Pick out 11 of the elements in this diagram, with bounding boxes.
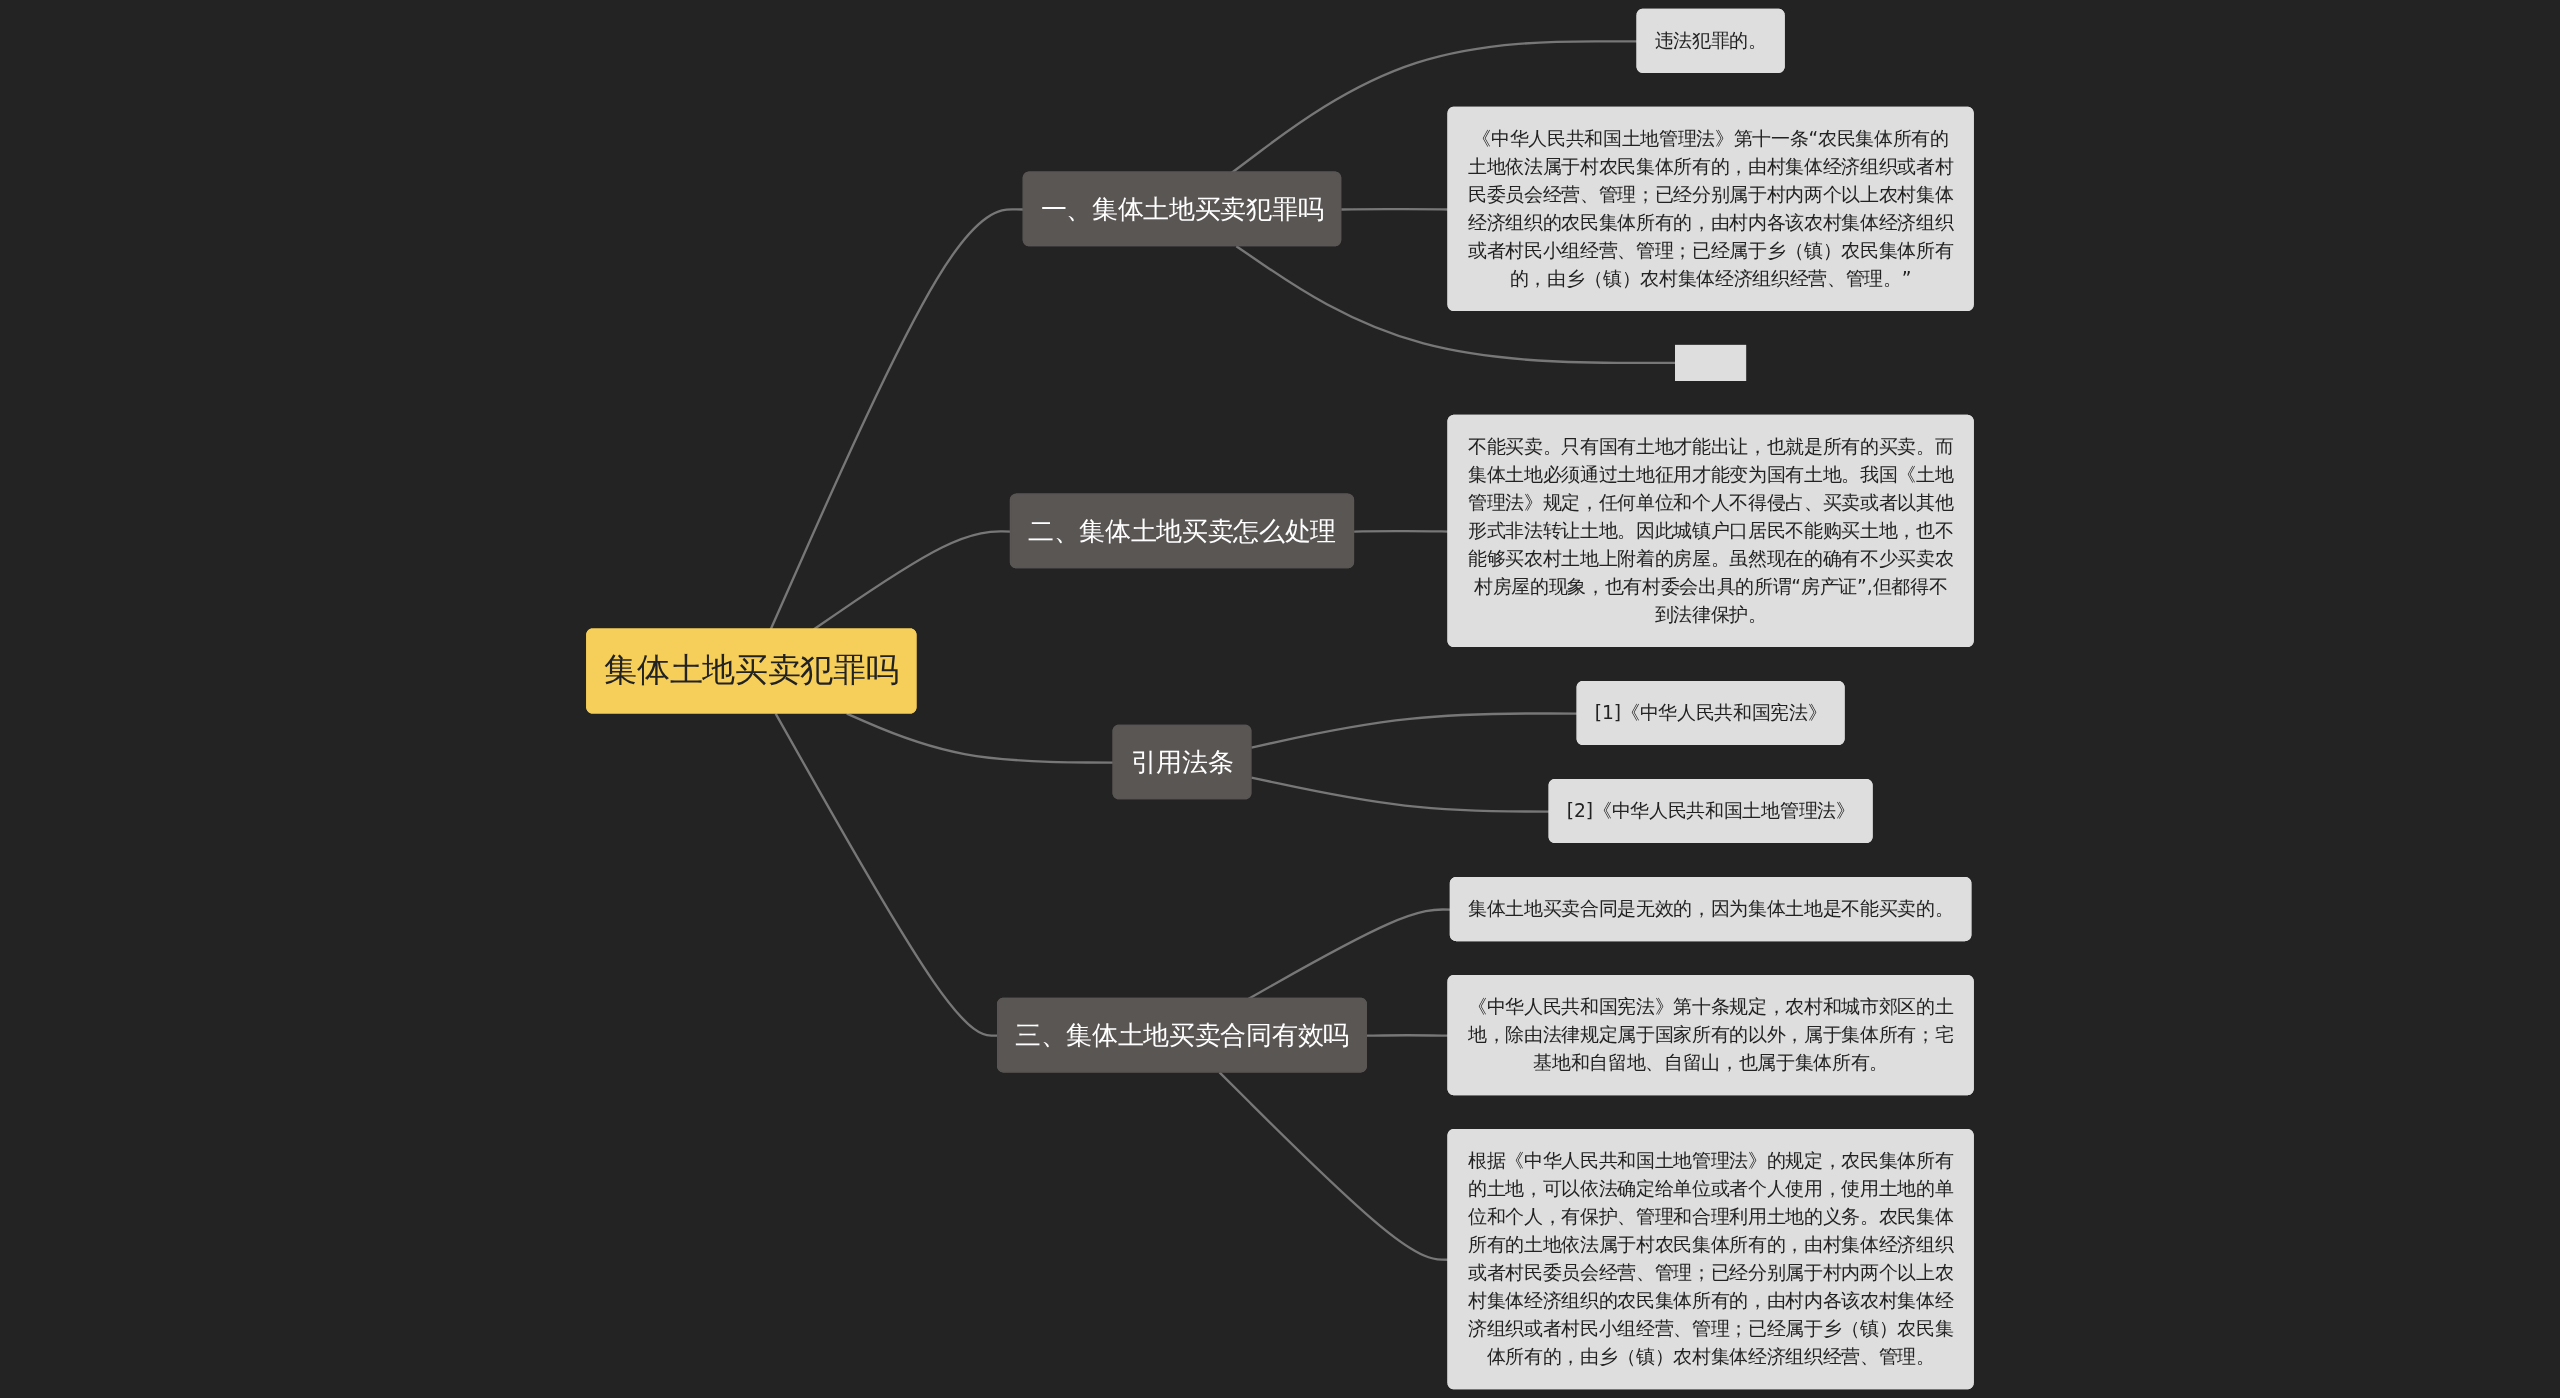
connector [1247,908,1451,1000]
connector [1218,1071,1449,1261]
node-box [1675,344,1747,381]
connector [1251,776,1550,813]
connector [846,712,1114,764]
connector [1231,40,1638,174]
connector [1354,530,1449,533]
connector [1251,712,1578,749]
connector [1366,1034,1449,1037]
connector [1235,245,1676,365]
connector [1341,207,1449,211]
